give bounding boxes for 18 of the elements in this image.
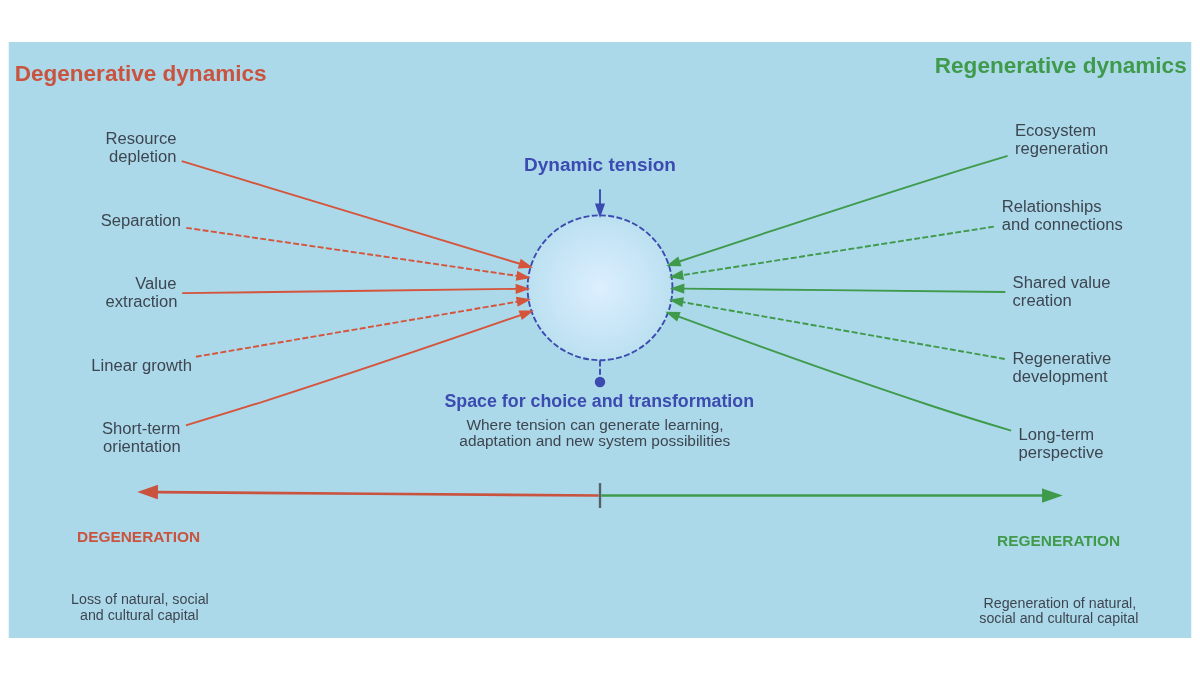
node-text: Value extraction bbox=[105, 274, 178, 311]
node-text: Separation bbox=[100, 211, 182, 231]
node-text: Long-term perspective bbox=[1018, 424, 1104, 462]
node-text: Relationships and connections bbox=[1001, 197, 1123, 234]
label: REGENERATION bbox=[997, 531, 1121, 549]
node-text: Shared value creation bbox=[1012, 273, 1111, 310]
node-text: Resource depletion bbox=[105, 129, 177, 167]
label: Regenerative dynamics bbox=[934, 52, 1187, 78]
node-text: Ecosystem regeneration bbox=[1014, 121, 1109, 158]
node-text: Linear growth bbox=[91, 356, 192, 376]
label: Degenerative dynamics bbox=[14, 60, 267, 86]
node-text: Space for choice and transformation Where tension can generate learning, adaptation and new system possibilities bbox=[444, 390, 755, 450]
label: DEGENERATION bbox=[77, 528, 201, 546]
label: Regeneration of natural, social and cultural capital bbox=[979, 594, 1139, 627]
label: Loss of natural, social and cultural capital bbox=[71, 591, 209, 623]
node-text: Regenerative development bbox=[1012, 348, 1112, 386]
node-text: Short-term orientation bbox=[101, 419, 181, 456]
node-text: Dynamic tension bbox=[524, 154, 676, 176]
